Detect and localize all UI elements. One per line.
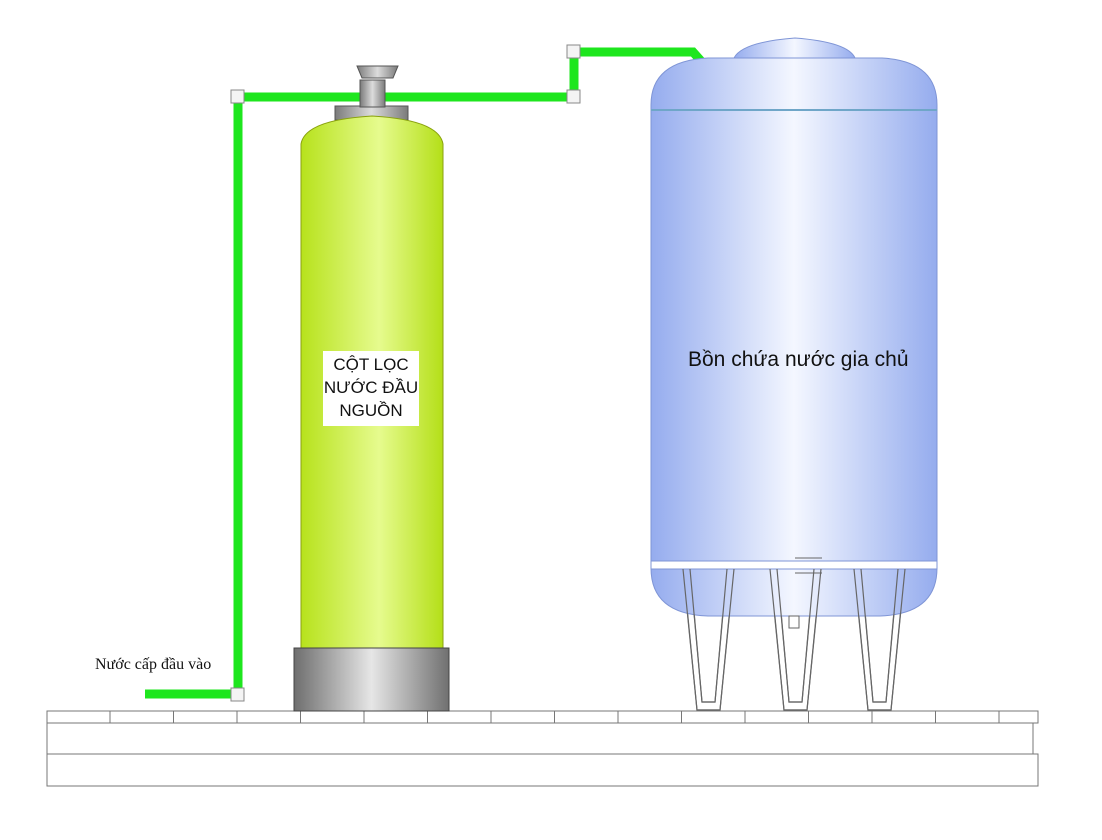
valve-handle-icon <box>356 65 399 79</box>
brick-course-middle <box>46 722 1034 755</box>
fitting-top-left-elbow <box>230 89 245 104</box>
brick-course-bottom <box>46 753 1039 787</box>
water-pipe <box>145 44 705 702</box>
storage-tank-label: Bồn chứa nước gia chủ <box>688 348 909 371</box>
drain-valve-body <box>788 615 800 629</box>
tank-drain-valve <box>788 557 822 629</box>
filter-column-label: CỘT LỌC NƯỚC ĐẦU NGUỒN <box>323 351 419 426</box>
filter-label-line-1: CỘT LỌC <box>333 355 409 374</box>
tank-leg-center-front <box>769 568 822 711</box>
tank-dome-lid <box>733 37 856 59</box>
filter-valve-neck <box>359 79 386 108</box>
tank-body <box>650 57 938 617</box>
tank-leg-right-front <box>853 568 906 711</box>
filter-label-line-2: NƯỚC ĐẦU <box>323 378 419 397</box>
pipe-elbow-fittings <box>230 44 581 702</box>
fitting-inlet-elbow <box>230 687 245 702</box>
storage-tank <box>650 37 938 711</box>
tank-leg-left-front <box>682 568 735 711</box>
filter-label-line-3: NGUỒN <box>339 401 403 420</box>
filter-base-stand <box>293 647 450 712</box>
tank-legs-front <box>682 568 906 711</box>
brick-course-top <box>46 710 1039 724</box>
inlet-label: Nước cấp đầu vào <box>95 656 212 673</box>
tank-bottom-band <box>650 560 938 570</box>
fitting-step-lower-elbow <box>566 89 581 104</box>
brick-base <box>46 710 1039 787</box>
fitting-step-upper-elbow <box>566 44 581 59</box>
